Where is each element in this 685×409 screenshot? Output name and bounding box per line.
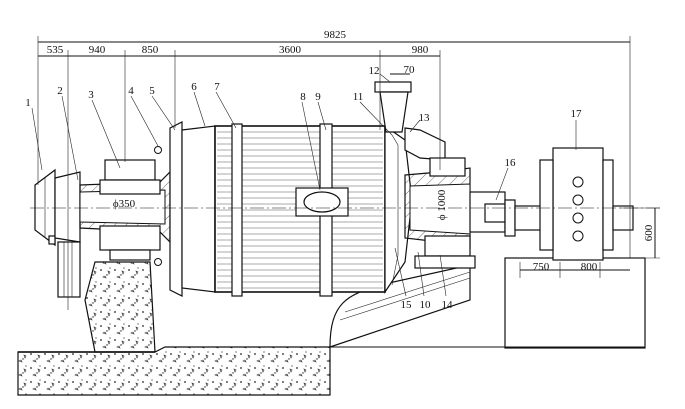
dimension-lines bbox=[37, 36, 660, 310]
bolt-part-4 bbox=[154, 146, 162, 154]
dim-dia-1000: ϕ 1000 bbox=[436, 189, 448, 220]
drive-foundation bbox=[330, 257, 646, 349]
main-bearing-left-part-3 bbox=[99, 159, 161, 261]
leader-lines bbox=[31, 73, 577, 297]
dim-535: 535 bbox=[47, 44, 64, 56]
dim-dia-350: ϕ350 bbox=[113, 198, 136, 210]
part-label-7: 7 bbox=[214, 81, 220, 93]
reducer-part-17 bbox=[539, 147, 614, 261]
dim-overall: 9825 bbox=[324, 29, 347, 41]
discharge-housing-part-13 bbox=[404, 127, 446, 161]
dim-800: 800 bbox=[581, 261, 598, 273]
mill-saddle-foundation bbox=[329, 264, 471, 348]
dim-70: 70 bbox=[404, 64, 416, 76]
ground-slab bbox=[17, 346, 331, 396]
dim-750: 750 bbox=[533, 261, 550, 273]
part-label-12: 12 bbox=[369, 65, 380, 77]
part-label-4: 4 bbox=[128, 85, 134, 97]
part-label-11: 11 bbox=[353, 91, 364, 103]
part-label-1: 1 bbox=[25, 97, 31, 109]
trommel-part-12 bbox=[374, 81, 412, 133]
dim-600: 600 bbox=[643, 224, 655, 241]
feed-end-cover-part-5 bbox=[169, 121, 216, 297]
dim-980: 980 bbox=[412, 44, 429, 56]
shell-flange-part-7 bbox=[231, 123, 243, 297]
part-label-5: 5 bbox=[149, 85, 155, 97]
dim-940: 940 bbox=[89, 44, 106, 56]
part-label-2: 2 bbox=[57, 85, 63, 97]
dim-850: 850 bbox=[142, 44, 159, 56]
part-label-9: 9 bbox=[315, 91, 321, 103]
dim-3600: 3600 bbox=[279, 44, 302, 56]
feeder-part-1 bbox=[34, 168, 81, 298]
part-label-16: 16 bbox=[505, 157, 517, 169]
part-label-15: 15 bbox=[401, 299, 413, 311]
part-label-17: 17 bbox=[571, 108, 583, 120]
bolt-lower bbox=[154, 258, 162, 266]
output-shaft bbox=[469, 191, 506, 233]
part-label-10: 10 bbox=[420, 299, 432, 311]
motor-shaft bbox=[612, 205, 634, 231]
part-label-6: 6 bbox=[191, 81, 197, 93]
part-label-13: 13 bbox=[419, 112, 431, 124]
main-bearing-right bbox=[414, 157, 476, 269]
left-foundation bbox=[84, 261, 156, 353]
part-label-3: 3 bbox=[88, 89, 94, 101]
manhole-part-8 bbox=[295, 123, 349, 297]
part-label-14: 14 bbox=[442, 299, 454, 311]
part-label-8: 8 bbox=[300, 91, 306, 103]
